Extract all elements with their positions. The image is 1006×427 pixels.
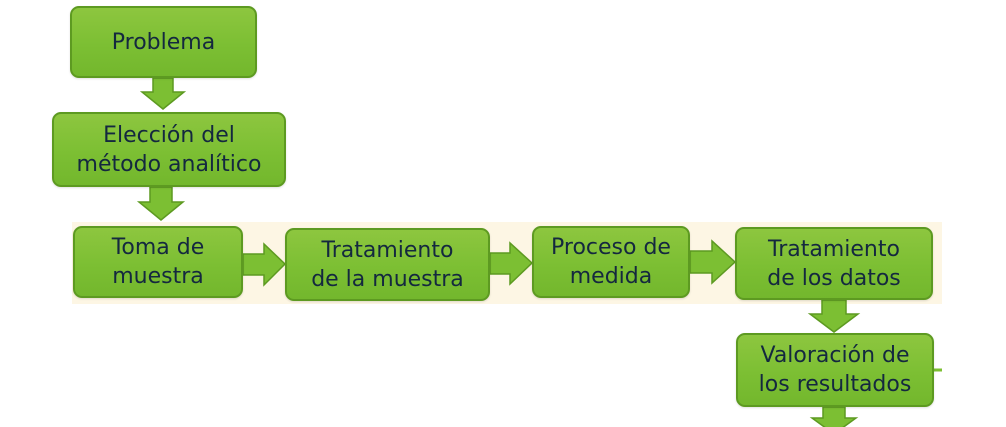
step-problema-label: Problema (111, 29, 216, 55)
step-tratamiento-datos-label: Tratamiento de los datos (767, 236, 901, 291)
arrow-down-4 (809, 406, 859, 427)
step-tratamiento-muestra-label: Tratamiento de la muestra (311, 237, 464, 292)
step-eleccion-metodo: Elección del método analítico (52, 112, 286, 187)
step-tratamiento-muestra: Tratamiento de la muestra (285, 228, 490, 301)
step-tratamiento-datos: Tratamiento de los datos (735, 227, 933, 300)
arrow-down-3 (807, 299, 861, 333)
step-eleccion-metodo-label: Elección del método analítico (76, 122, 262, 177)
step-problema: Problema (70, 6, 257, 78)
arrow-down-1 (139, 77, 187, 110)
step-toma-muestra-label: Toma de muestra (111, 235, 205, 289)
step-valoracion-resultados-label: Valoración de los resultados (758, 343, 912, 397)
step-valoracion-resultados: Valoración de los resultados (736, 333, 934, 407)
step-toma-muestra: Toma de muestra (73, 226, 243, 298)
step-proceso-medida-label: Proceso de medida (551, 235, 671, 289)
arrow-down-2 (136, 186, 186, 221)
step-proceso-medida: Proceso de medida (532, 226, 690, 298)
